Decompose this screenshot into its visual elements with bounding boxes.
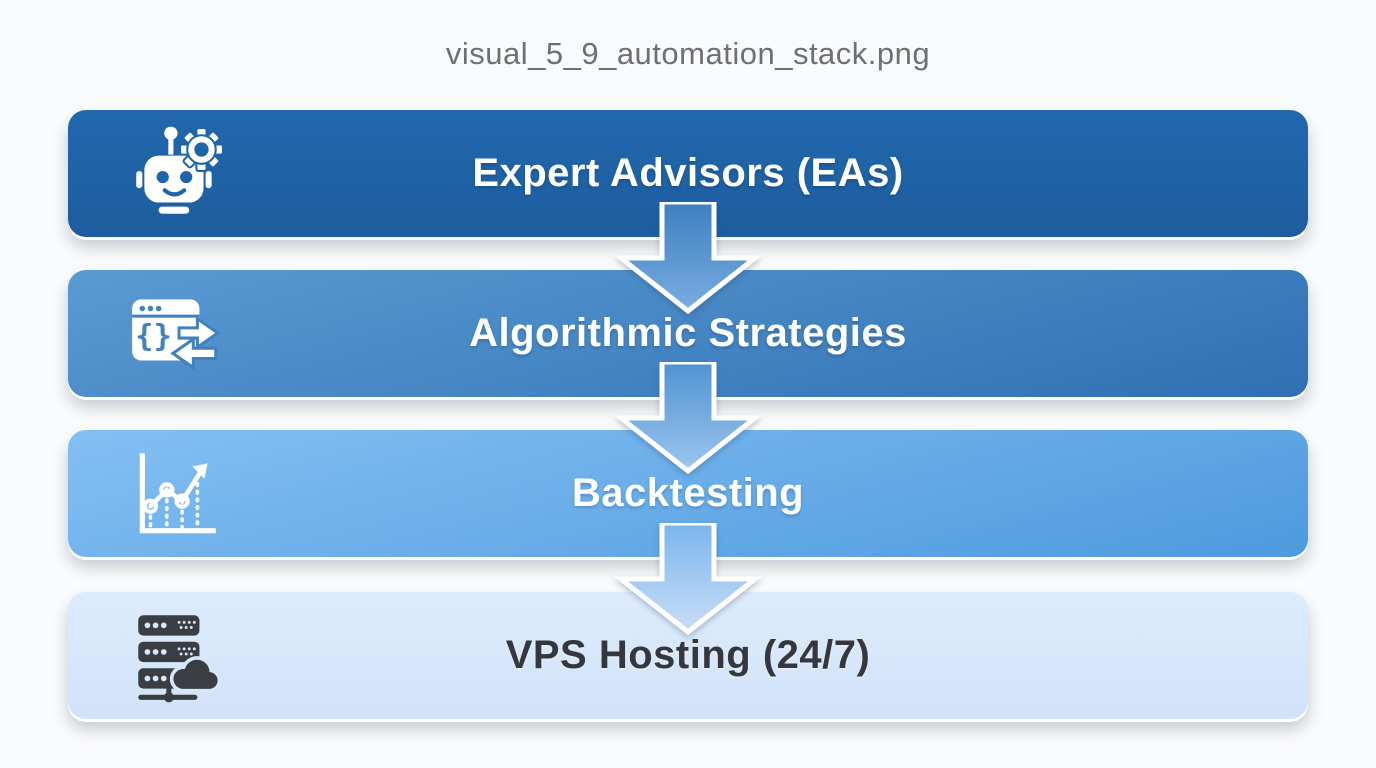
stack-bar-label: VPS Hosting (24/7): [505, 633, 871, 677]
server-cloud-icon: [138, 614, 222, 702]
svg-text:{}: {}: [135, 319, 172, 354]
flow-arrow-down-icon: [613, 362, 763, 474]
stack-bar-label: Expert Advisors (EAs): [472, 151, 904, 195]
flow-arrow-down-icon: [613, 523, 763, 635]
page-title: visual_5_9_automation_stack.png: [445, 36, 931, 71]
flow-arrow-down-icon: [613, 202, 763, 314]
growth-chart-icon: [139, 452, 216, 533]
robot-gear-icon: [136, 126, 224, 214]
stack-bar-label: Algorithmic Strategies: [469, 311, 907, 355]
stack-bar-label: Backtesting: [571, 471, 805, 515]
code-sync-window-icon: {}: [132, 298, 221, 371]
